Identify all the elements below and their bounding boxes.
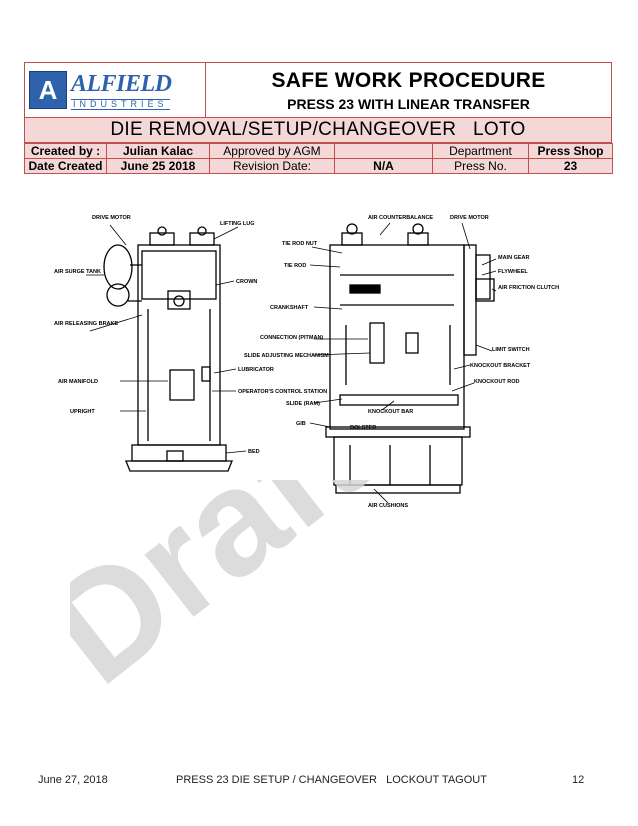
date-created-label: Date Created [24,158,107,174]
label-air-friction-clutch: AIR FRICTION CLUTCH [498,285,559,291]
approved-by-blank [334,143,433,159]
press-no-value: 23 [528,158,613,174]
procedure-header: A ALFIELD INDUSTRIES SAFE WORK PROCEDURE… [24,62,613,174]
label-air-surge-tank: AIR SURGE TANK [54,269,101,275]
label-bed: BED [248,449,260,455]
created-by-value: Julian Kalac [106,143,210,159]
footer-page-number: 12 [572,774,585,786]
label-air-cushions: AIR CUSHIONS [368,503,408,509]
label-slide-ram: SLIDE (RAM) [286,401,320,407]
revision-value: N/A [334,158,433,174]
label-air-counterbalance: AIR COUNTERBALANCE [368,215,433,221]
meta-table: Created by : Julian Kalac Approved by AG… [24,143,613,174]
document-subtitle: PRESS 23 WITH LINEAR TRANSFER [287,96,530,112]
label-knockout-bar: KNOCKOUT BAR [368,409,413,415]
title-block: SAFE WORK PROCEDURE PRESS 23 WITH LINEAR… [206,63,611,117]
department-value: Press Shop [528,143,613,159]
label-upright: UPRIGHT [70,409,95,415]
footer-date: June 27, 2018 [38,774,108,786]
meta-row-2: Date Created June 25 2018 Revision Date:… [24,158,613,174]
label-operators-station: OPERATOR'S CONTROL STATION [238,389,327,395]
label-flywheel: FLYWHEEL [498,269,528,275]
label-gib: GIB [296,421,306,427]
label-drive-motor-right: DRIVE MOTOR [450,215,489,221]
meta-row-1: Created by : Julian Kalac Approved by AG… [24,143,613,159]
label-tie-rod: TIE ROD [284,263,306,269]
procedure-banner: DIE REMOVAL/SETUP/CHANGEOVER LOTO [24,117,612,143]
logo-subtext: INDUSTRIES [71,99,170,110]
label-tie-rod-nut: TIE ROD NUT [282,241,318,247]
revision-label: Revision Date: [209,158,335,174]
footer-document: PRESS 23 DIE SETUP / CHANGEOVER LOCKOUT … [176,774,487,786]
approved-by: Approved by AGM [209,143,335,159]
label-connection: CONNECTION (PITMAN) [260,335,323,341]
label-lifting-lug: LIFTING LUG [220,221,255,227]
label-crown: CROWN [236,279,257,285]
department-label: Department [432,143,529,159]
logo-badge-icon: A [29,71,67,109]
label-bolster: BOLSTER [350,425,376,431]
header-row: A ALFIELD INDUSTRIES SAFE WORK PROCEDURE… [24,62,612,117]
label-knockout-rod: KNOCKOUT ROD [474,379,520,385]
press-no-label: Press No. [432,158,529,174]
logo-wordmark: ALFIELD [71,71,172,97]
watermark-text: Draft [70,480,396,700]
label-slide-adjusting: SLIDE ADJUSTING MECHANISM [244,353,329,359]
date-created-value: June 25 2018 [106,158,210,174]
label-limit-switch: LIMIT SWITCH [492,347,530,353]
label-crankshaft: CRANKSHAFT [270,305,309,311]
draft-watermark: Draft [70,480,396,700]
label-drive-motor: DRIVE MOTOR [92,215,131,221]
created-by-label: Created by : [24,143,107,159]
label-lubricator: LUBRICATOR [238,367,274,373]
document-title: SAFE WORK PROCEDURE [271,69,546,92]
label-knockout-bracket: KNOCKOUT BRACKET [470,363,531,369]
company-logo: A ALFIELD INDUSTRIES [25,63,206,117]
press-diagram: DRIVE MOTOR LIFTING LUG AIR SURGE TANK C… [54,215,559,509]
label-air-manifold: AIR MANIFOLD [58,379,98,385]
label-air-releasing-brake: AIR RELEASING BRAKE [54,321,119,327]
label-main-gear: MAIN GEAR [498,255,530,261]
